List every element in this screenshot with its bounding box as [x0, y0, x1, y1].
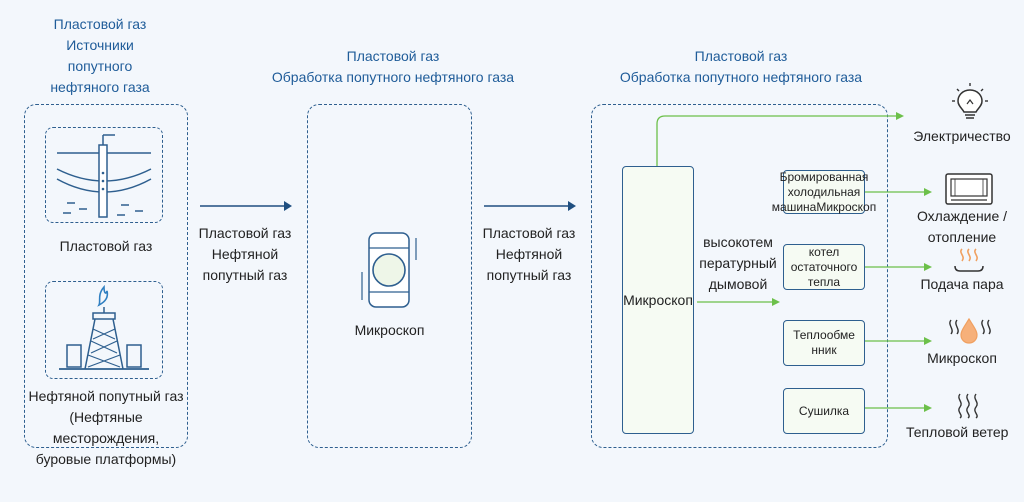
oil-derrick-frame: [45, 281, 163, 379]
unit-box-chiller: Бромированная холодильная машинаМикроско…: [771, 169, 877, 214]
oil-gas-label: Нефтяной попутный газ (Нефтяные месторож…: [28, 388, 184, 467]
treatment-title: Пластовой газ Обработка попутного нефтян…: [271, 48, 515, 85]
flow-arrow-2: [484, 201, 576, 211]
output-hot-air-label: Тепловой ветер: [906, 424, 1009, 440]
utilization-panel: [591, 104, 888, 448]
gas-well-frame: [45, 127, 163, 223]
gas-well-icon: [56, 134, 152, 218]
light-bulb-icon: [952, 83, 988, 119]
treatment-device-label: Микроскоп: [354, 322, 425, 338]
flow-arrow-1-label: Пластовой газ Нефтяной попутный газ: [198, 225, 292, 283]
electricity-line: [656, 115, 898, 166]
generator-icon: [361, 232, 417, 308]
unit-box-dryer: Сушилка: [783, 388, 865, 434]
sources-title: Пластовой газ Источники попутного нефтян…: [50, 16, 150, 95]
oil-derrick-icon: [59, 284, 149, 370]
output-steam-label: Подача пара: [920, 276, 1004, 292]
treatment-panel: [307, 104, 472, 448]
sources-panel: [24, 104, 188, 448]
unit-box-exchanger: Теплообме нник: [783, 320, 865, 366]
gas-well-label: Пластовой газ: [59, 238, 153, 254]
main-unit-box: Микроскоп: [622, 166, 694, 434]
air-conditioner-icon: [945, 173, 993, 205]
hot-water-icon: [949, 317, 991, 344]
flue-gas-label: высокотем пературный дымовой: [699, 234, 777, 292]
output-cooling-label: Охлаждение / отопление: [916, 208, 1008, 245]
flow-arrow-1: [200, 201, 292, 211]
output-hot-water-label: Микроскоп: [927, 350, 997, 366]
unit-box-boiler: котел остаточного тепла: [783, 244, 865, 290]
utilization-title: Пластовой газ Обработка попутного нефтян…: [619, 48, 863, 85]
output-electricity-label: Электричество: [913, 128, 1011, 144]
flow-arrow-2-label: Пластовой газ Нефтяной попутный газ: [482, 225, 576, 283]
main-unit-label: Микроскоп: [623, 291, 693, 308]
steam-icon: [954, 248, 984, 272]
hot-air-icon: [958, 393, 978, 419]
